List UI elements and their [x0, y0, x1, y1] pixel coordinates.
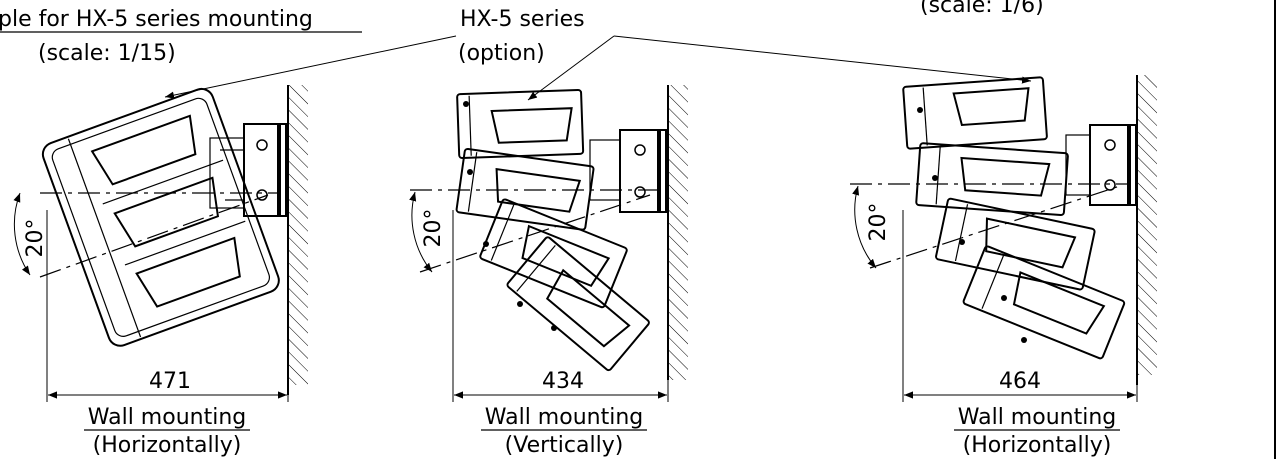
wall-hatch-2: [668, 85, 688, 380]
figure-3: 20° 464 Wall mounting (Horizontally): [850, 75, 1157, 458]
wall-hatch-1: [288, 85, 308, 385]
caption-sub-3: (Horizontally): [963, 433, 1112, 458]
axis-line-3: [869, 185, 1121, 269]
leader-to-figure-3: [613, 35, 1032, 84]
angle-label-1: 20°: [23, 219, 48, 258]
caption-sub-2: (Vertically): [505, 433, 624, 458]
caption-title-3: Wall mounting: [958, 405, 1116, 430]
angle-arc-3: [852, 185, 877, 269]
callout-label: HX-5 series: [460, 7, 585, 32]
angle-label-3: 20°: [866, 203, 891, 242]
axis-line-1: [39, 194, 269, 278]
caption-sub-1: (Horizontally): [93, 433, 242, 458]
leader-to-figure-2: [527, 35, 615, 101]
speaker-1: [41, 87, 280, 347]
speaker-array-2: [455, 88, 650, 372]
callout-sub: (option): [458, 41, 545, 66]
width-label-1: 471: [149, 369, 191, 394]
right-scale: (scale: 1/6): [920, 0, 1044, 18]
bracket-3: [1065, 124, 1137, 206]
angle-arc-1: [13, 192, 31, 276]
left-title: ple for HX-5 series mounting: [0, 7, 313, 32]
figure-1: 20° 471 Wall mounting (Horizontally): [13, 85, 308, 458]
caption-title-2: Wall mounting: [485, 405, 643, 430]
bracket-2: [589, 129, 667, 213]
callout-leaders: [164, 35, 1032, 101]
axis-line-2: [419, 194, 651, 273]
width-label-2: 434: [542, 369, 584, 394]
speaker-array-3: [902, 76, 1126, 360]
angle-arc-2: [409, 191, 433, 273]
bracket-1: [209, 123, 287, 217]
leader-to-figure-1: [164, 35, 457, 99]
figure-2: 20° 434 Wall mounting (Vertically): [409, 85, 688, 458]
width-label-3: 464: [999, 369, 1041, 394]
wall-hatch-3: [1137, 75, 1157, 375]
caption-title-1: Wall mounting: [88, 405, 246, 430]
left-scale: (scale: 1/15): [38, 41, 176, 66]
angle-label-2: 20°: [421, 209, 446, 248]
